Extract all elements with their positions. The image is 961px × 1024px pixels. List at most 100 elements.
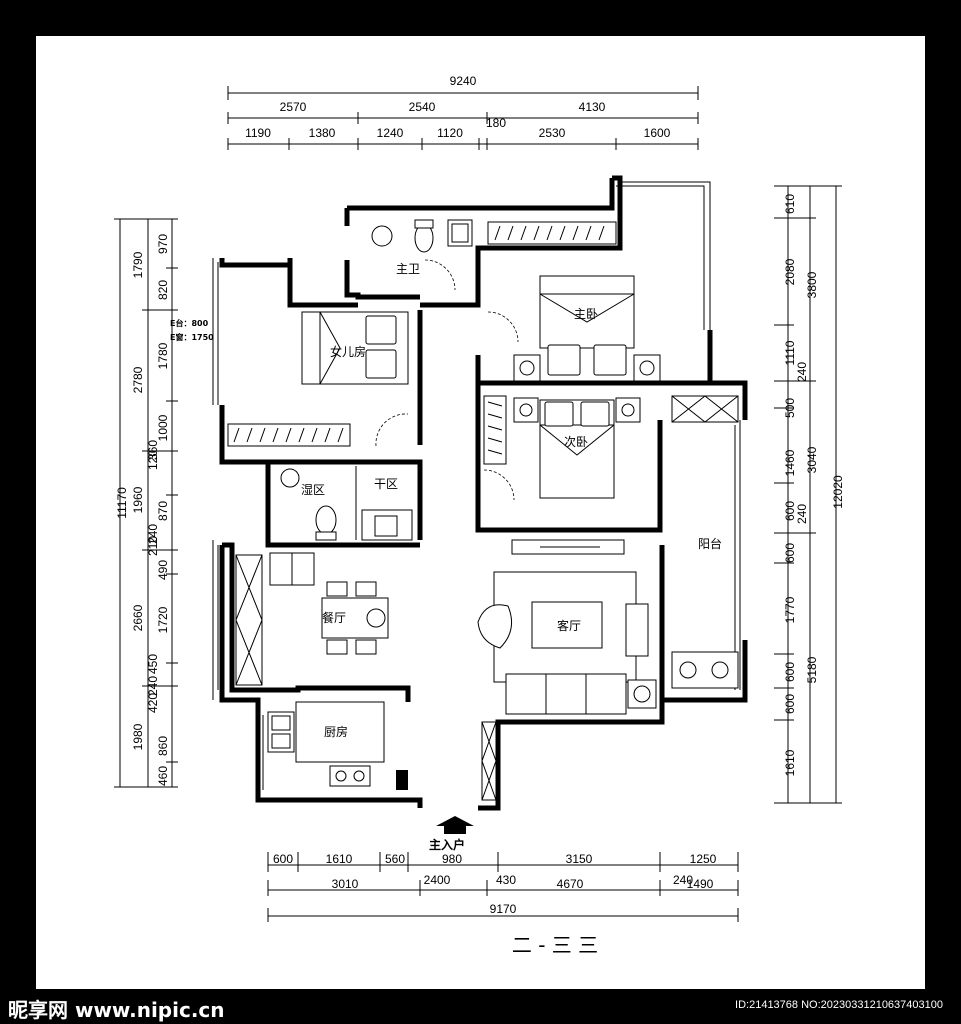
daughter-bed <box>301 311 409 447</box>
dim-top-3-6: 1600 <box>644 126 671 140</box>
dim-bottom-1-4: 3150 <box>566 852 593 866</box>
dim-bottom-overall: 9170 <box>490 902 517 916</box>
watermark-footer: 昵享网 www.nipic.cn ID:21413768 NO:20230331… <box>0 990 961 1024</box>
room-label-living: 客厅 <box>557 618 581 633</box>
note-e-window: E窗：1750 <box>170 332 214 342</box>
dim-bottom-1-2: 560 <box>385 852 405 866</box>
entrance-label: 主入户 <box>429 837 465 852</box>
dim-left-overall: 11170 <box>115 487 129 519</box>
dim-top-3-0: 1190 <box>245 126 271 140</box>
dim-right-3-10: 1610 <box>783 749 797 776</box>
dim-left-3-7: 860 <box>156 736 170 756</box>
dim-right-3-9: 600 <box>783 694 797 714</box>
dim-bottom-2-1: 2400 <box>424 873 451 887</box>
dining-set <box>235 552 389 686</box>
master-bed <box>487 275 661 382</box>
room-label-kitchen: 厨房 <box>324 724 348 739</box>
room-label-master-bedroom: 主卧 <box>574 307 598 321</box>
dim-left-small-3: 210 <box>146 536 160 556</box>
dim-bottom-2-2: 430 <box>496 873 516 887</box>
windows <box>212 181 741 790</box>
dim-right-small-1: 240 <box>795 504 809 524</box>
living-set <box>477 539 657 801</box>
dim-left-small-1: 120 <box>146 450 160 470</box>
dim-right-3-2: 1110 <box>783 340 797 365</box>
dim-bottom-2-0: 3010 <box>332 877 359 891</box>
room-label-balcony: 阳台 <box>698 536 722 551</box>
left-dimensions: 11170 1790 2780 1960 2660 1980 970 820 1… <box>114 218 178 788</box>
wardrobe-daughter <box>227 423 351 447</box>
room-label-daughter: 女儿房 <box>330 344 366 359</box>
room-label-wet-area: 湿区 <box>301 482 325 497</box>
dim-left-3-8: 460 <box>156 766 170 786</box>
dim-top-overall: 9240 <box>450 74 477 88</box>
drawing-title: 二 ‐ 三 三 <box>512 933 598 957</box>
dim-right-2-0: 3800 <box>805 271 819 298</box>
dim-bottom-2-5: 1490 <box>687 877 714 891</box>
dim-bottom-2-4: 240 <box>673 873 693 887</box>
dim-top-3-5: 2530 <box>539 126 566 140</box>
dim-left-2-1: 2780 <box>131 366 145 393</box>
dim-top-3-3: 1120 <box>437 126 463 140</box>
dim-left-2-3: 2660 <box>131 604 145 631</box>
wardrobe-master <box>487 221 617 245</box>
dim-top-2-0: 2570 <box>280 100 307 114</box>
dim-left-2-0: 1790 <box>131 251 145 278</box>
dim-left-2-4: 1980 <box>131 723 145 750</box>
dim-right-3-0: 610 <box>783 194 797 214</box>
dim-right-3-3: 500 <box>783 398 797 418</box>
dim-left-small-5: 240 <box>146 676 160 696</box>
dim-right-2-2: 5180 <box>805 656 819 683</box>
room-label-master-bath: 主卫 <box>396 262 420 276</box>
walls <box>219 175 748 811</box>
dim-right-3-1: 2080 <box>783 258 797 285</box>
dim-right-2-1: 3040 <box>805 446 819 473</box>
dim-bottom-1-1: 1610 <box>326 852 353 866</box>
dim-right-3-8: 600 <box>783 662 797 682</box>
dim-top-3-2: 1240 <box>377 126 404 140</box>
dim-right-3-4: 1460 <box>783 449 797 476</box>
dim-top-3-1: 1380 <box>309 126 336 140</box>
dim-left-small-6: 420 <box>146 693 160 713</box>
dim-left-3-3: 1000 <box>156 414 170 441</box>
dim-left-2-2: 1960 <box>131 486 145 513</box>
note-e-counter: E台：800 <box>170 318 209 328</box>
dim-left-3-1: 820 <box>156 280 170 300</box>
second-bed <box>483 397 641 501</box>
kitchen-set <box>267 701 408 790</box>
dim-top-2-2: 4130 <box>579 100 606 114</box>
image-id: ID:21413768 NO:20230331210637403100 <box>735 999 943 1011</box>
entrance-arrow-icon <box>436 816 474 834</box>
wardrobe-second <box>483 395 507 465</box>
dim-left-3-5: 490 <box>156 560 170 580</box>
dim-top-2-1: 2540 <box>409 100 436 114</box>
dim-right-small-0: 240 <box>795 362 809 382</box>
master-bath-fixtures <box>371 219 473 291</box>
dim-left-small-0: 360 <box>146 440 160 460</box>
room-label-dry-area: 干区 <box>374 477 398 491</box>
dim-left-small-4: 450 <box>146 654 160 674</box>
room-label-dining: 餐厅 <box>322 610 346 625</box>
dim-bottom-1-3: 980 <box>442 852 462 866</box>
dim-right-3-6: 600 <box>783 543 797 563</box>
wet-dry-fixtures <box>280 466 413 541</box>
top-dimensions: 9240 2570 2540 4130 1190 1380 1240 1120 … <box>227 74 699 150</box>
dim-right-3-5: 600 <box>783 501 797 521</box>
dim-left-3-0: 970 <box>156 234 170 254</box>
dim-bottom-2-3: 4670 <box>557 877 584 891</box>
dim-bottom-1-0: 600 <box>273 852 293 866</box>
dim-bottom-1-5: 1250 <box>690 852 717 866</box>
room-label-second-bedroom: 次卧 <box>564 435 588 449</box>
dim-right-3-7: 1770 <box>783 596 797 623</box>
dim-left-small-2: 240 <box>146 524 160 544</box>
right-dimensions: 12020 3800 3040 5180 610 2080 1110 500 1… <box>774 185 845 804</box>
dim-left-3-4: 870 <box>156 501 170 521</box>
dim-top-3-4: 180 <box>486 116 506 130</box>
site-logo: 昵享网 www.nipic.cn <box>8 998 225 1022</box>
bottom-dimensions: 600 1610 560 980 3150 1250 3010 2400 430… <box>267 852 739 922</box>
dim-left-3-6: 1720 <box>156 606 170 633</box>
dim-left-3-2: 1780 <box>156 342 170 369</box>
balcony-fixtures <box>671 395 739 689</box>
dim-right-overall: 12020 <box>831 475 845 509</box>
